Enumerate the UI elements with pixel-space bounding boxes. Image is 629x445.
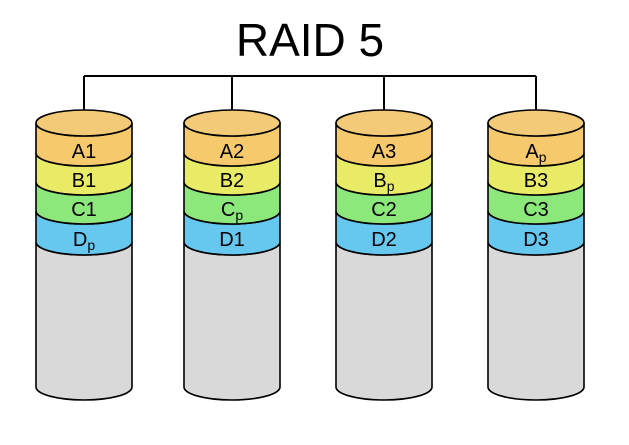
disk-1-body	[35, 241, 133, 401]
disk-1-stripe-a-label: A1	[72, 141, 96, 163]
disk-2-cap	[183, 109, 281, 137]
disk-4-cap	[487, 109, 585, 137]
disk-3-stripe-c-label: C2	[371, 199, 397, 221]
disk-2-stripe-c-label: Cp	[221, 199, 243, 223]
disk-2-stripe-d-label: D1	[219, 229, 245, 251]
disk-3-stripe-b-label: Bp	[373, 170, 394, 194]
disk-4: Ap B3 C3 D3	[487, 109, 585, 401]
disk-2: A2 B2 Cp D1	[183, 109, 281, 401]
disk-4-stripe-b-label: B3	[524, 170, 548, 192]
disk-3: A3 Bp C2 D2	[335, 109, 433, 401]
disk-4-stripe-c-label: C3	[523, 199, 549, 221]
disk-4-stripe-d-label: D3	[523, 229, 549, 251]
disk-1: A1 B1 C1 Dp	[35, 109, 133, 401]
disk-4-stripe-a-label: Ap	[525, 141, 546, 165]
disk-3-stripe-d-label: D2	[371, 229, 397, 251]
disk-3-stripe-a-label: A3	[372, 141, 396, 163]
disk-2-stripe-b-label: B2	[220, 170, 244, 192]
disk-1-stripe-c-label: C1	[71, 199, 97, 221]
disk-1-cap	[35, 109, 133, 137]
disk-3-cap	[335, 109, 433, 137]
disk-3-body	[335, 241, 433, 401]
disk-2-stripe-a-label: A2	[220, 141, 244, 163]
disk-1-stripe-b-label: B1	[72, 170, 96, 192]
disk-2-body	[183, 241, 281, 401]
disk-1-stripe-d-label: Dp	[73, 229, 95, 253]
disk-4-body	[487, 241, 585, 401]
diagram-title: RAID 5	[236, 14, 384, 66]
